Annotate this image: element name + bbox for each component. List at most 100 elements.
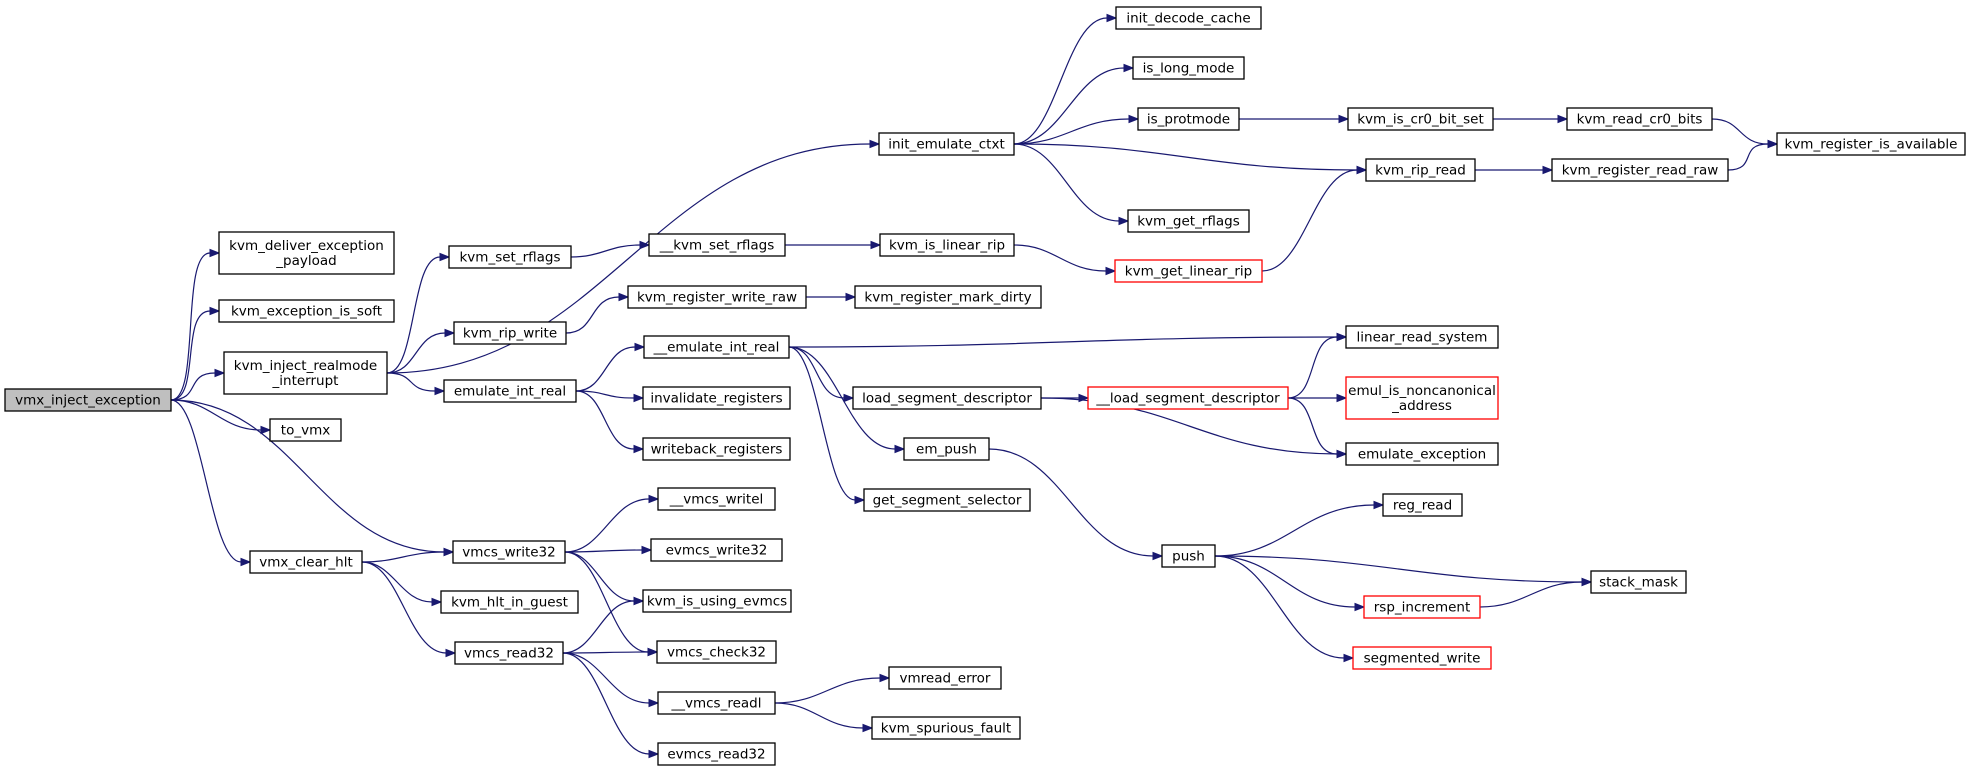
node-kvm-deliver-exception-payload[interactable]: kvm_deliver_exception_payload xyxy=(218,231,395,275)
node-load-segment-descriptor[interactable]: __load_segment_descriptor xyxy=(1087,386,1289,410)
node-label: stack_mask xyxy=(1599,575,1678,591)
node-push[interactable]: push xyxy=(1161,544,1216,568)
node-box xyxy=(1382,493,1463,517)
node-label: reg_read xyxy=(1393,498,1452,514)
node-label: kvm_inject_realmode xyxy=(234,358,377,374)
node-is-protmode[interactable]: is_protmode xyxy=(1137,107,1240,131)
node-segmented-write[interactable]: segmented_write xyxy=(1352,646,1492,670)
arrowhead-icon xyxy=(444,328,456,338)
node-evmcs-read32[interactable]: evmcs_read32 xyxy=(657,742,776,766)
edge-kvm-register-read-raw-to-kvm-register-is-available xyxy=(1727,143,1769,171)
node-vmcs-read32[interactable]: vmcs_read32 xyxy=(454,641,564,665)
node-kvm-register-is-available[interactable]: kvm_register_is_available xyxy=(1776,132,1966,156)
node-vmcs-readl[interactable]: __vmcs_readl xyxy=(657,691,776,715)
node-kvm-register-mark-dirty[interactable]: kvm_register_mark_dirty xyxy=(854,285,1042,309)
node-kvm-is-using-evmcs[interactable]: kvm_is_using_evmcs xyxy=(642,589,792,613)
node-kvm-rip-read[interactable]: kvm_rip_read xyxy=(1365,158,1476,182)
node-init-decode-cache[interactable]: init_decode_cache xyxy=(1115,6,1262,30)
node-emul-is-noncanonical-address[interactable]: emul_is_noncanonical_address xyxy=(1345,376,1499,420)
node-is-long-mode[interactable]: is_long_mode xyxy=(1132,56,1245,80)
edge-emulate-int-real-to-em-push xyxy=(788,346,896,450)
edge-emulate-int-real-to-linear-read-system xyxy=(788,336,1338,348)
node-evmcs-write32[interactable]: evmcs_write32 xyxy=(650,538,783,562)
node-load-segment-descriptor[interactable]: load_segment_descriptor xyxy=(852,386,1042,410)
arrowhead-icon xyxy=(209,248,221,258)
node-linear-read-system[interactable]: linear_read_system xyxy=(1345,325,1499,349)
node-kvm-is-linear-rip[interactable]: kvm_is_linear_rip xyxy=(879,233,1015,257)
edge-init-emulate-ctxt-to-init-decode-cache xyxy=(1013,17,1108,145)
node-label: get_segment_selector xyxy=(873,493,1022,509)
node-kvm-register-write-raw[interactable]: kvm_register_write_raw xyxy=(627,285,807,309)
node-vmcs-writel[interactable]: __vmcs_writel xyxy=(657,487,776,511)
node-to-vmx[interactable]: to_vmx xyxy=(269,418,342,442)
edge-vmcs-read32-to-kvm-is-using-evmcs xyxy=(562,600,635,654)
arrowhead-icon xyxy=(1557,114,1569,124)
node-em-push[interactable]: em_push xyxy=(903,437,990,461)
node-invalidate-registers[interactable]: invalidate_registers xyxy=(642,386,791,410)
node-reg-read[interactable]: reg_read xyxy=(1382,493,1463,517)
edge-emulate-int-real-to-load-segment-descriptor xyxy=(788,346,845,399)
node-label: push xyxy=(1172,549,1205,565)
node-kvm-hlt-in-guest[interactable]: kvm_hlt_in_guest xyxy=(440,590,579,614)
node-kvm-get-rflags[interactable]: kvm_get_rflags xyxy=(1127,209,1250,233)
arrowhead-icon xyxy=(1767,139,1779,149)
node-kvm-register-read-raw[interactable]: kvm_register_read_raw xyxy=(1551,158,1729,182)
node-stack-mask[interactable]: stack_mask xyxy=(1590,570,1687,594)
edge-push-to-segmented-write xyxy=(1214,555,1345,659)
edge-init-emulate-ctxt-to-kvm-rip-read xyxy=(1013,143,1358,171)
node-label: em_push xyxy=(916,442,977,458)
edge-vmx-inject-exception-to-vmcs-write32 xyxy=(170,399,445,553)
node-box xyxy=(657,487,776,511)
node-vmx-clear-hlt[interactable]: vmx_clear_hlt xyxy=(249,550,363,574)
node-vmcs-write32[interactable]: vmcs_write32 xyxy=(452,540,566,564)
node-label: kvm_is_cr0_bit_set xyxy=(1357,112,1484,128)
node-label: _payload xyxy=(275,253,336,269)
node-vmx-inject-exception[interactable]: vmx_inject_exception xyxy=(4,388,172,412)
arrowhead-icon xyxy=(1118,216,1130,226)
node-label: kvm_get_linear_rip xyxy=(1125,264,1252,280)
node-kvm-set-rflags[interactable]: __kvm_set_rflags xyxy=(648,233,786,257)
node-label: kvm_register_write_raw xyxy=(637,290,797,306)
node-label: __vmcs_readl xyxy=(671,696,762,712)
node-kvm-spurious-fault[interactable]: kvm_spurious_fault xyxy=(871,716,1021,740)
node-emulate-exception[interactable]: emulate_exception xyxy=(1345,442,1499,466)
node-box xyxy=(440,590,579,614)
node-label: kvm_is_linear_rip xyxy=(889,238,1005,254)
node-box xyxy=(269,418,342,442)
node-kvm-exception-is-soft[interactable]: kvm_exception_is_soft xyxy=(218,299,395,323)
arrowhead-icon xyxy=(1123,63,1135,73)
arrowhead-icon xyxy=(1581,577,1593,587)
edge-vmcs-readl-to-kvm-spurious-fault xyxy=(774,702,864,729)
node-kvm-read-cr0-bits[interactable]: kvm_read_cr0_bits xyxy=(1566,107,1713,131)
arrowhead-icon xyxy=(633,444,645,454)
node-kvm-inject-realmode-interrupt[interactable]: kvm_inject_realmode_interrupt xyxy=(223,351,388,395)
node-kvm-set-rflags[interactable]: kvm_set_rflags xyxy=(448,245,572,269)
arrowhead-icon xyxy=(879,673,891,683)
arrowhead-icon xyxy=(639,240,651,250)
node-emulate-int-real[interactable]: __emulate_int_real xyxy=(643,335,790,359)
arrowhead-icon xyxy=(240,557,252,567)
node-writeback-registers[interactable]: writeback_registers xyxy=(642,437,791,461)
node-kvm-get-linear-rip[interactable]: kvm_get_linear_rip xyxy=(1114,259,1263,283)
node-init-emulate-ctxt[interactable]: init_emulate_ctxt xyxy=(878,132,1015,156)
arrowhead-icon xyxy=(1106,13,1118,23)
arrowhead-icon xyxy=(1373,500,1385,510)
node-emulate-int-real[interactable]: emulate_int_real xyxy=(443,379,577,403)
node-vmcs-check32[interactable]: vmcs_check32 xyxy=(656,640,777,664)
arrowhead-icon xyxy=(648,494,660,504)
node-kvm-is-cr0-bit-set[interactable]: kvm_is_cr0_bit_set xyxy=(1347,107,1494,131)
node-label: vmx_clear_hlt xyxy=(259,555,353,571)
node-kvm-rip-write[interactable]: kvm_rip_write xyxy=(453,321,567,345)
arrowhead-icon xyxy=(1343,653,1355,663)
edge-rsp-increment-to-stack-mask xyxy=(1479,581,1583,608)
edge-kvm-inject-realmode-interrupt-to-kvm-rip-write xyxy=(386,332,446,374)
node-label: kvm_get_rflags xyxy=(1137,214,1240,230)
arrowhead-icon xyxy=(633,596,645,606)
arrowhead-icon xyxy=(1152,551,1164,561)
node-get-segment-selector[interactable]: get_segment_selector xyxy=(863,488,1031,512)
node-box xyxy=(852,386,1042,410)
node-box xyxy=(1137,107,1240,131)
node-vmread-error[interactable]: vmread_error xyxy=(888,666,1002,690)
node-rsp-increment[interactable]: rsp_increment xyxy=(1363,595,1481,619)
node-box xyxy=(1161,544,1216,568)
